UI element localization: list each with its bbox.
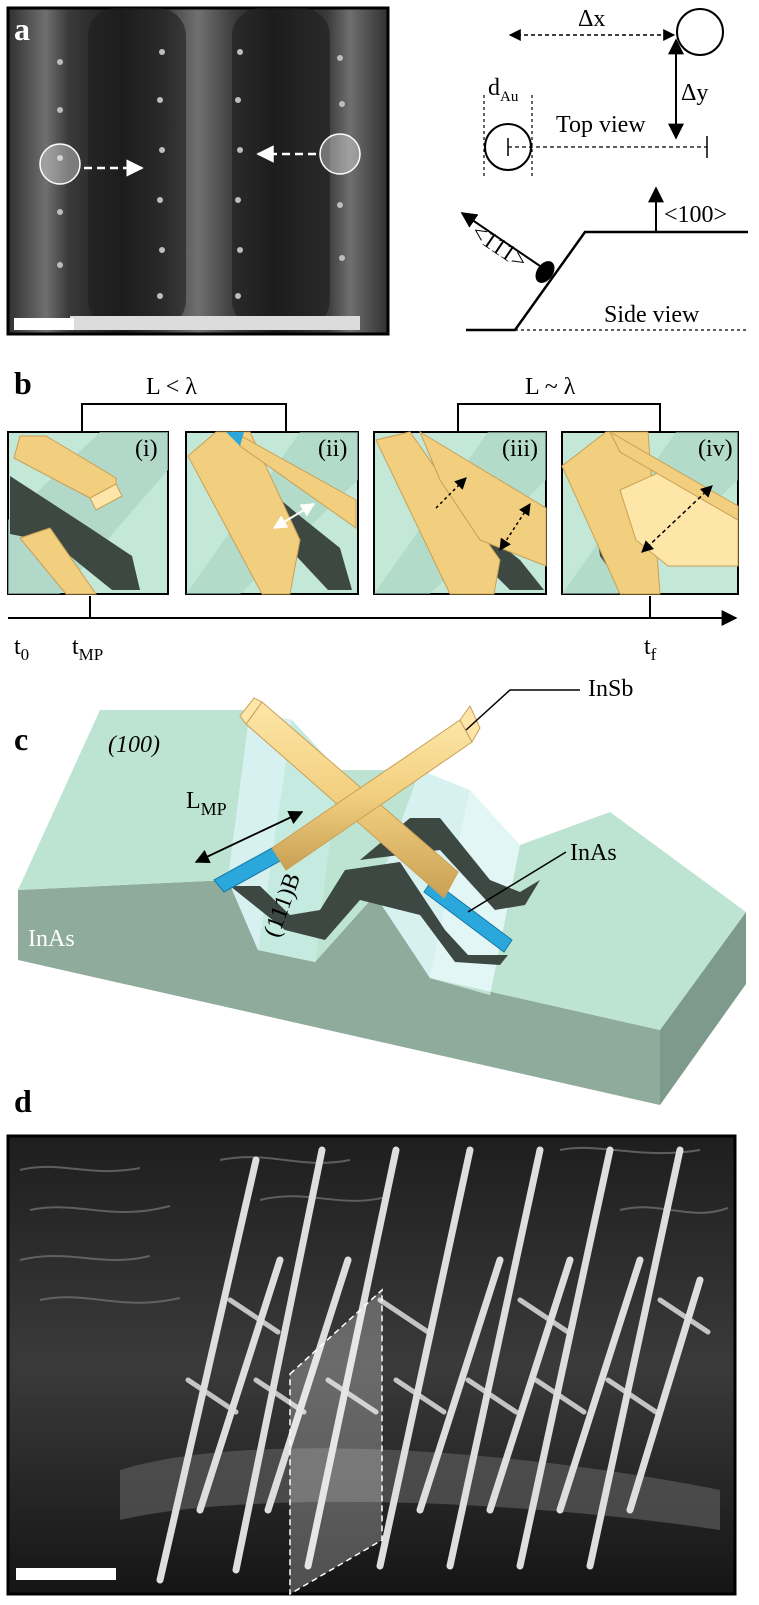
nanowire-array [156,1146,711,1584]
wire-shadow [230,862,508,965]
frame-ii: (ii) [185,430,359,595]
panel-b: b L < λ L ~ λ (i) (ii) [7,365,739,664]
panel-label-b: b [14,365,32,401]
dy-label: Δy [681,80,708,106]
frame-label-i: (i) [135,436,158,462]
trench-rim [70,316,360,330]
top-view-label: Top view [556,112,646,138]
panel-a: a Δx Δy dAu Top view <100> <111> S [6,6,748,336]
side-view-label: Side view [604,302,700,328]
tf-label: tf [644,634,657,664]
gold-dots [57,49,345,299]
inas-wire-label: InAs [570,840,617,866]
dir-100-label: <100> [664,202,727,228]
frame-iii: (iii) [373,430,547,595]
group-label-left: L < λ [146,374,197,400]
frame-label-iii: (iii) [502,436,538,462]
panel-label-c: c [14,721,28,757]
highlight-circle-right [319,133,361,175]
frame-label-ii: (ii) [318,436,347,462]
panel-label-d: d [14,1083,32,1119]
frame-i: (i) [7,431,169,595]
au-droplet [535,261,555,283]
tmp-label: tMP [72,634,103,664]
bracket-right [457,403,661,432]
insb-wire-1-tip [239,697,263,725]
frame-iv: (iv) [561,430,739,595]
surface-streaks [19,1146,729,1304]
trench-right [232,8,330,328]
dir-111-label: <111> [466,219,531,275]
lmp-label: LMP [186,788,227,819]
panel-label-a: a [14,11,30,47]
insb-pointer [465,689,580,731]
substrate-right-face [660,912,746,1105]
highlight-circle-left [39,143,81,185]
au-circle-right [676,8,724,56]
dx-label: Δx [578,6,605,32]
plateau-left [18,710,250,890]
insb-wire-2-tip [459,705,481,744]
insb-label: InSb [588,676,633,702]
lmp-arrow [194,811,304,863]
panel-d: d [6,1083,737,1596]
plateau-right [430,812,746,1030]
scale-bar-d [16,1568,116,1580]
facet-100-label: (100) [108,732,160,758]
arrow-111 [460,212,541,267]
inas-pointer [467,851,567,913]
side-view-schematic: <100> <111> Side view [460,186,748,332]
group-label-right: L ~ λ [525,374,576,400]
substrate-front [18,880,660,1105]
highlight-plane [289,1288,383,1596]
side-profile [466,230,748,332]
top-view-schematic: Δx Δy dAu Top view [483,6,724,178]
inas-stem-right [423,879,513,953]
dau-label: dAu [488,75,519,105]
panel-c: c LMP (100) (111)B InAs InSb [14,676,746,1105]
scale-bar-a [14,318,74,330]
frame-label-iv: (iv) [698,436,733,462]
substrate-label: InAs [28,926,75,952]
t0-label: t0 [14,634,29,664]
bracket-left [81,403,287,432]
